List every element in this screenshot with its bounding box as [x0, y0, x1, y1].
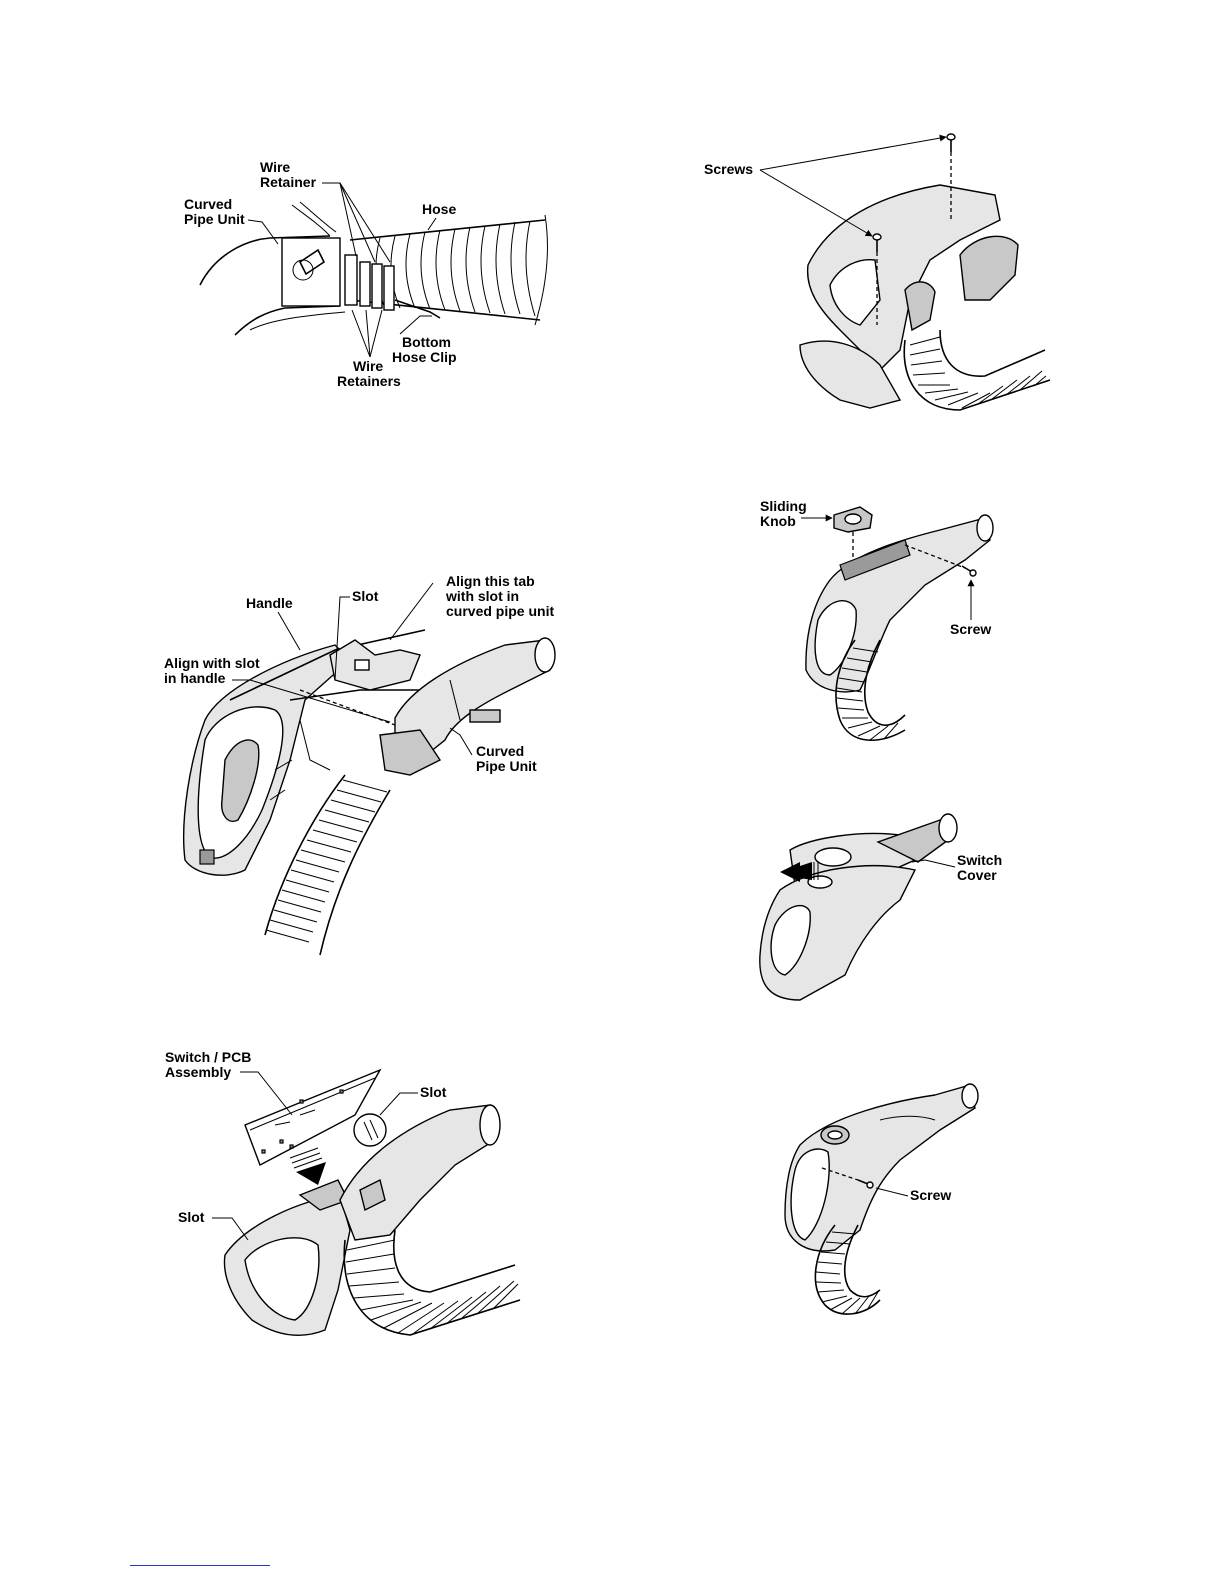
figure-sliding-knob: Sliding Knob Screw [760, 498, 993, 740]
curved-pipe-unit-label-4: Pipe Unit [476, 758, 537, 774]
switch-pcb-hose [344, 1230, 520, 1335]
switch-cover-label-2: Cover [957, 867, 997, 883]
align-tab-label-1: Align this tab [446, 573, 535, 589]
figure-switch-cover: Switch Cover [760, 814, 1002, 1000]
switch-cover-label-1: Switch [957, 852, 1002, 868]
align-tab-label-3: curved pipe unit [446, 603, 554, 619]
bottom-hose-clip-label-1: Bottom [402, 334, 451, 350]
wire-retainers-label-2: Retainers [337, 373, 401, 389]
wire-retainer-label-2: Retainer [260, 174, 317, 190]
slot-top-label: Slot [420, 1084, 447, 1100]
switch-pcb-label-2: Assembly [165, 1064, 231, 1080]
slot-label: Slot [352, 588, 379, 604]
curved-pipe-unit-label-1: Curved [184, 196, 232, 212]
hose-label: Hose [422, 201, 456, 217]
screws-label: Screws [704, 161, 753, 177]
curved-pipe-unit-label-3: Curved [476, 743, 524, 759]
figure-hose-wire-retainers: Wire Retainer Curved Pipe Unit Hose Bott… [184, 159, 547, 389]
slot-left-label: Slot [178, 1209, 205, 1225]
figure-handle-screws: Screws [704, 134, 1050, 410]
figure-handle-alignment: Handle Slot Align this tab with slot in … [164, 573, 555, 955]
switch-pcb-label-1: Switch / PCB [165, 1049, 251, 1065]
wire-retainer-label-1: Wire [260, 159, 290, 175]
align-tab-label-2: with slot in [445, 588, 519, 604]
wire-retainers-label-1: Wire [353, 358, 383, 374]
screw-label-2: Screw [910, 1187, 951, 1203]
handle-label: Handle [246, 595, 293, 611]
bottom-hose-clip-label-2: Hose Clip [392, 349, 457, 365]
figure-switch-pcb: Switch / PCB Assembly Slot Slot [165, 1049, 520, 1335]
sliding-knob-label-2: Knob [760, 513, 796, 529]
align-slot-label-1: Align with slot [164, 655, 260, 671]
curved-pipe-unit-label-2: Pipe Unit [184, 211, 245, 227]
figure-handle-screw: Screw [785, 1084, 978, 1314]
screw-icon [947, 134, 955, 152]
handle-alignment-hose [265, 775, 390, 955]
handle-screws-hose [904, 330, 1050, 410]
align-slot-label-2: in handle [164, 670, 226, 686]
sliding-knob-label-1: Sliding [760, 498, 807, 514]
footer-link-underline [130, 1565, 270, 1566]
screw-label-1: Screw [950, 621, 991, 637]
screw-icon [962, 566, 976, 576]
insert-arrow-icon [290, 1148, 326, 1185]
